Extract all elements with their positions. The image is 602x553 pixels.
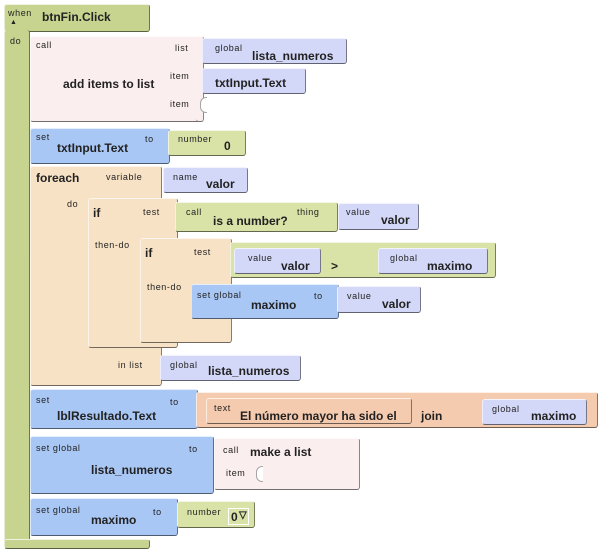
value-valor-block-2[interactable] (337, 286, 421, 313)
item-label-2: item (170, 99, 190, 109)
test-label-2: test (194, 247, 211, 257)
global-label: global (215, 43, 243, 53)
set-txtinput-block[interactable] (30, 128, 170, 164)
to-label: to (170, 397, 179, 407)
to-label: to (189, 444, 198, 454)
dropdown-arrow-icon: ▽ (239, 510, 247, 521)
number-dropdown[interactable]: 0 ▽ (228, 508, 249, 525)
to-label: to (145, 134, 154, 144)
add-items-title: add items to list (63, 77, 155, 91)
foreach-list-block[interactable] (160, 355, 301, 381)
number-label-2: number (187, 507, 222, 517)
compare-left-block[interactable] (234, 248, 321, 274)
join-global-value: maximo (531, 409, 577, 423)
empty-item-socket[interactable] (200, 97, 207, 113)
number-value: 0 (224, 139, 231, 153)
to-label: to (314, 291, 323, 301)
foreach-do-label: do (67, 199, 79, 209)
set-maximo-inner-block[interactable] (191, 284, 339, 319)
set-global-target: lista_numeros (91, 463, 173, 477)
set-lblresultado-block[interactable] (30, 389, 198, 429)
compare-right-label: global (390, 253, 418, 263)
variable-label: variable (106, 172, 143, 182)
set-global-target: maximo (251, 298, 297, 312)
compare-right-block[interactable] (378, 248, 488, 274)
set-global-label: set global (197, 290, 242, 300)
foreach-title: foreach (36, 171, 80, 185)
empty-item-socket-2[interactable] (256, 466, 263, 482)
event-block-footer (4, 539, 150, 549)
foreach-list-prefix: global (170, 360, 198, 370)
foreach-list-value: lista_numeros (208, 364, 290, 378)
set-target: lblResultado.Text (57, 409, 157, 423)
list-label: list (175, 43, 189, 53)
global-value: lista_numeros (252, 49, 334, 63)
compare-left-value: valor (281, 259, 310, 273)
in-list-label: in list (118, 360, 143, 370)
set-lista-numeros-block[interactable] (30, 436, 214, 494)
event-name: btnFin.Click (42, 10, 111, 24)
value-text: valor (381, 213, 410, 227)
txtinput-text-block[interactable] (202, 68, 306, 94)
then-do-label-2: then-do (147, 282, 182, 292)
text-block[interactable] (206, 398, 412, 424)
value-label-2: value (347, 291, 372, 301)
do-label: do (10, 36, 22, 46)
if-label: if (93, 206, 101, 220)
compare-operator[interactable]: > (331, 259, 339, 273)
item-label: item (226, 468, 246, 478)
name-valor-block[interactable] (163, 167, 248, 193)
value-label: value (346, 207, 371, 217)
join-global-block[interactable] (482, 399, 587, 425)
set-global-target: maximo (91, 513, 137, 527)
value-valor-block[interactable] (338, 203, 419, 230)
call-label: call (223, 445, 239, 455)
set-label: set (36, 395, 50, 405)
join-label: join (421, 409, 443, 423)
number-block[interactable] (168, 130, 246, 156)
if-label-2: if (145, 246, 153, 260)
thing-label: thing (297, 207, 320, 217)
to-label: to (153, 507, 162, 517)
set-label: set (36, 132, 50, 142)
set-global-label: set global (36, 505, 81, 515)
then-do-label: then-do (95, 240, 130, 250)
call-label: call (186, 207, 202, 217)
text-label: text (214, 403, 231, 413)
item-label: item (170, 71, 190, 81)
number-value-2: 0 (231, 510, 238, 524)
value-text-2: valor (382, 297, 411, 311)
make-a-list-func: make a list (250, 445, 312, 459)
event-block-header[interactable] (4, 4, 150, 32)
test-label: test (143, 207, 160, 217)
compare-left-label: value (248, 253, 273, 263)
make-a-list-block[interactable] (214, 438, 360, 490)
add-items-block[interactable] (30, 36, 200, 122)
join-global-label: global (492, 404, 520, 414)
is-number-block[interactable] (175, 202, 338, 232)
event-block-body (4, 30, 30, 545)
global-lista-numeros-block[interactable] (202, 38, 347, 64)
when-label: when (8, 8, 32, 18)
set-target: txtInput.Text (57, 141, 129, 155)
set-maximo-block[interactable] (30, 498, 178, 536)
is-number-func: is a number? (213, 214, 288, 228)
txtinput-text-value: txtInput.Text (215, 76, 287, 90)
compare-right-value: maximo (427, 259, 473, 273)
number-label: number (178, 134, 213, 144)
var-name: valor (206, 177, 235, 191)
set-global-label: set global (36, 443, 81, 453)
name-label: name (173, 172, 198, 182)
text-value: El número mayor ha sido el (240, 409, 397, 423)
call-label: call (36, 40, 52, 50)
number-block-2[interactable] (177, 501, 255, 528)
collapse-icon[interactable]: ▲ (10, 19, 18, 26)
